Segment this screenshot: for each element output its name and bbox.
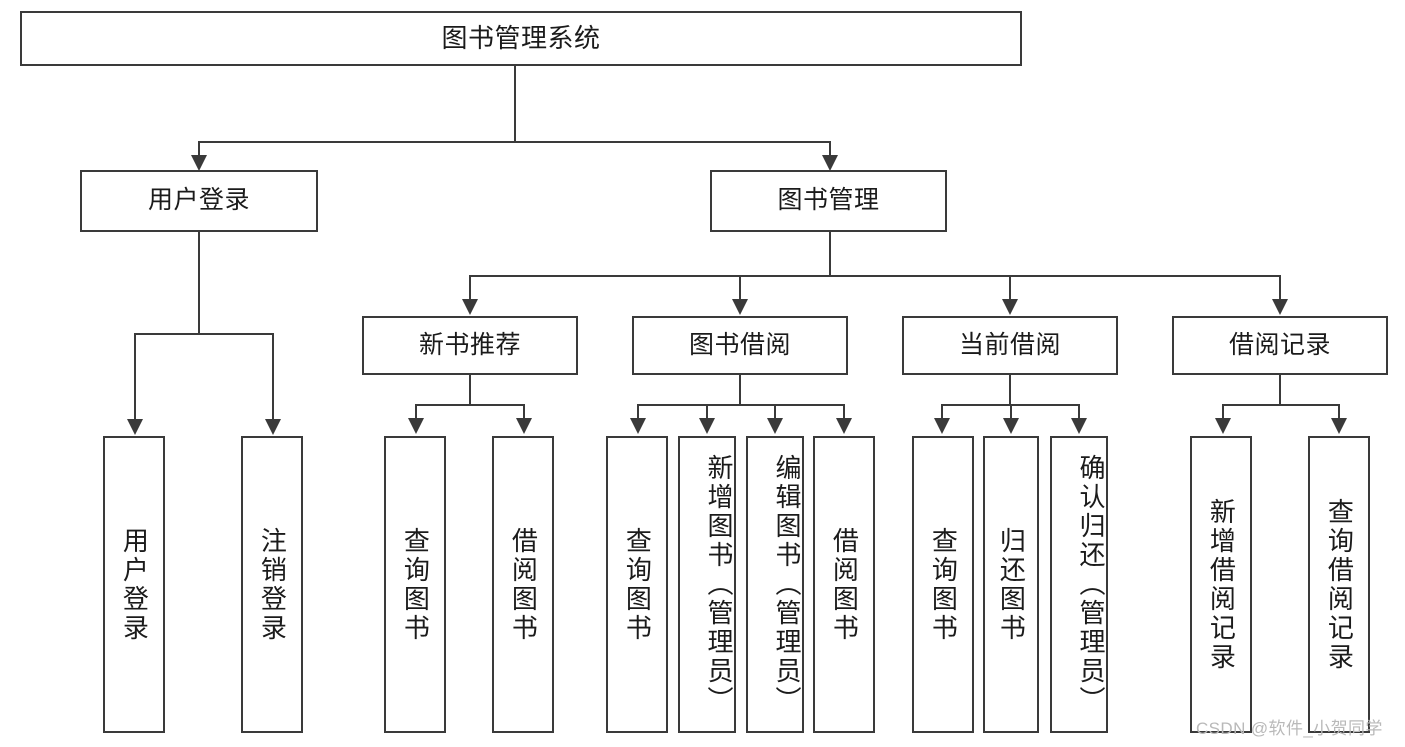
arrowhead-cb-to-leaf-1	[934, 418, 950, 434]
arrowhead-bm-to-new-book	[462, 299, 478, 315]
connector-new-book-bus	[415, 404, 525, 406]
connector-bb-to-leaf-3	[774, 404, 776, 420]
connector-bm-to-new-book	[469, 275, 471, 301]
node-label: 查询图书	[622, 526, 653, 643]
csdn-watermark: CSDN @软件_小贺同学	[1196, 719, 1383, 738]
node-book-management-system[interactable]: 图书管理系统	[20, 11, 1022, 66]
arrowhead-cb-to-leaf-3	[1071, 418, 1087, 434]
connector-borrow-record-stem	[1279, 375, 1281, 405]
connector-user-login-to-leaf-2	[272, 333, 274, 421]
node-label: 图书管理系统	[441, 23, 601, 54]
node-label: 确认归还（管理员）	[1076, 454, 1106, 715]
connector-root-to-book-management	[829, 141, 831, 157]
node-label: 借阅记录	[1228, 330, 1331, 359]
node-label: 用户登录	[147, 186, 250, 215]
connector-cb-to-leaf-2	[1010, 404, 1012, 420]
connector-cb-to-leaf-1	[941, 404, 943, 420]
arrowhead-cb-to-leaf-2	[1003, 418, 1019, 434]
arrowhead-bm-to-borrow-record	[1272, 299, 1288, 315]
leaf-confirm-return[interactable]: 确认归还（管理员）	[1050, 436, 1108, 733]
connector-br-to-leaf-2	[1338, 404, 1340, 420]
connector-nb-to-leaf-1	[415, 404, 417, 420]
node-label: 借阅图书	[508, 526, 539, 643]
connector-current-borrow-stem	[1009, 375, 1011, 405]
arrowhead-br-to-leaf-2	[1331, 418, 1347, 434]
node-label: 新书推荐	[418, 330, 521, 359]
connector-root-bus	[198, 141, 831, 143]
leaf-user-login[interactable]: 用户登录	[103, 436, 165, 733]
node-label: 归还图书	[996, 526, 1027, 643]
connector-bm-to-borrow-record	[1279, 275, 1281, 301]
arrowhead-root-to-user-login	[191, 155, 207, 171]
leaf-query-book-1[interactable]: 查询图书	[384, 436, 446, 733]
connector-user-login-stem	[198, 232, 200, 334]
arrowhead-user-login-to-leaf-2	[265, 419, 281, 435]
arrowhead-nb-to-leaf-2	[516, 418, 532, 434]
leaf-query-record[interactable]: 查询借阅记录	[1308, 436, 1370, 733]
node-label: 新增图书（管理员）	[704, 454, 734, 715]
connector-bb-to-leaf-1	[637, 404, 639, 420]
node-new-book-recommend[interactable]: 新书推荐	[362, 316, 578, 375]
node-book-management[interactable]: 图书管理	[710, 170, 947, 232]
leaf-borrow-book-2[interactable]: 借阅图书	[813, 436, 875, 733]
connector-bm-to-current-borrow	[1009, 275, 1011, 301]
node-label: 注销登录	[257, 526, 288, 643]
leaf-return-book[interactable]: 归还图书	[983, 436, 1039, 733]
leaf-borrow-book-1[interactable]: 借阅图书	[492, 436, 554, 733]
connector-new-book-stem	[469, 375, 471, 405]
node-book-borrow[interactable]: 图书借阅	[632, 316, 848, 375]
arrowhead-user-login-to-leaf-1	[127, 419, 143, 435]
node-label: 查询图书	[400, 526, 431, 643]
node-user-login[interactable]: 用户登录	[80, 170, 318, 232]
connector-br-to-leaf-1	[1222, 404, 1224, 420]
node-label: 编辑图书（管理员）	[772, 454, 802, 715]
arrowhead-bm-to-book-borrow	[732, 299, 748, 315]
arrowhead-root-to-book-management	[822, 155, 838, 171]
node-borrow-record[interactable]: 借阅记录	[1172, 316, 1388, 375]
node-label: 查询借阅记录	[1324, 497, 1355, 672]
connector-root-to-user-login	[198, 141, 200, 157]
arrowhead-nb-to-leaf-1	[408, 418, 424, 434]
arrowhead-bb-to-leaf-4	[836, 418, 852, 434]
connector-cb-to-leaf-3	[1078, 404, 1080, 420]
arrowhead-br-to-leaf-1	[1215, 418, 1231, 434]
node-label: 查询图书	[928, 526, 959, 643]
leaf-edit-book[interactable]: 编辑图书（管理员）	[746, 436, 804, 733]
leaf-add-book[interactable]: 新增图书（管理员）	[678, 436, 736, 733]
node-label: 图书管理	[777, 186, 880, 215]
leaf-add-record[interactable]: 新增借阅记录	[1190, 436, 1252, 733]
connector-user-login-bus	[134, 333, 274, 335]
arrowhead-bb-to-leaf-2	[699, 418, 715, 434]
connector-root-stem	[514, 66, 516, 142]
connector-borrow-record-bus	[1222, 404, 1340, 406]
node-label: 新增借阅记录	[1206, 497, 1237, 672]
leaf-logout-login[interactable]: 注销登录	[241, 436, 303, 733]
node-current-borrow[interactable]: 当前借阅	[902, 316, 1118, 375]
arrowhead-bb-to-leaf-3	[767, 418, 783, 434]
connector-user-login-to-leaf-1	[134, 333, 136, 421]
connector-book-management-bus	[469, 275, 1280, 277]
leaf-query-book-2[interactable]: 查询图书	[606, 436, 668, 733]
connector-book-borrow-bus	[637, 404, 845, 406]
node-label: 图书借阅	[688, 330, 791, 359]
arrowhead-bm-to-current-borrow	[1002, 299, 1018, 315]
connector-book-borrow-stem	[739, 375, 741, 405]
leaf-query-book-3[interactable]: 查询图书	[912, 436, 974, 733]
node-label: 当前借阅	[958, 330, 1061, 359]
node-label: 借阅图书	[829, 526, 860, 643]
connector-bb-to-leaf-2	[706, 404, 708, 420]
connector-bm-to-book-borrow	[739, 275, 741, 301]
connector-nb-to-leaf-2	[523, 404, 525, 420]
arrowhead-bb-to-leaf-1	[630, 418, 646, 434]
connector-book-management-stem	[829, 232, 831, 276]
connector-bb-to-leaf-4	[843, 404, 845, 420]
node-label: 用户登录	[119, 526, 150, 643]
